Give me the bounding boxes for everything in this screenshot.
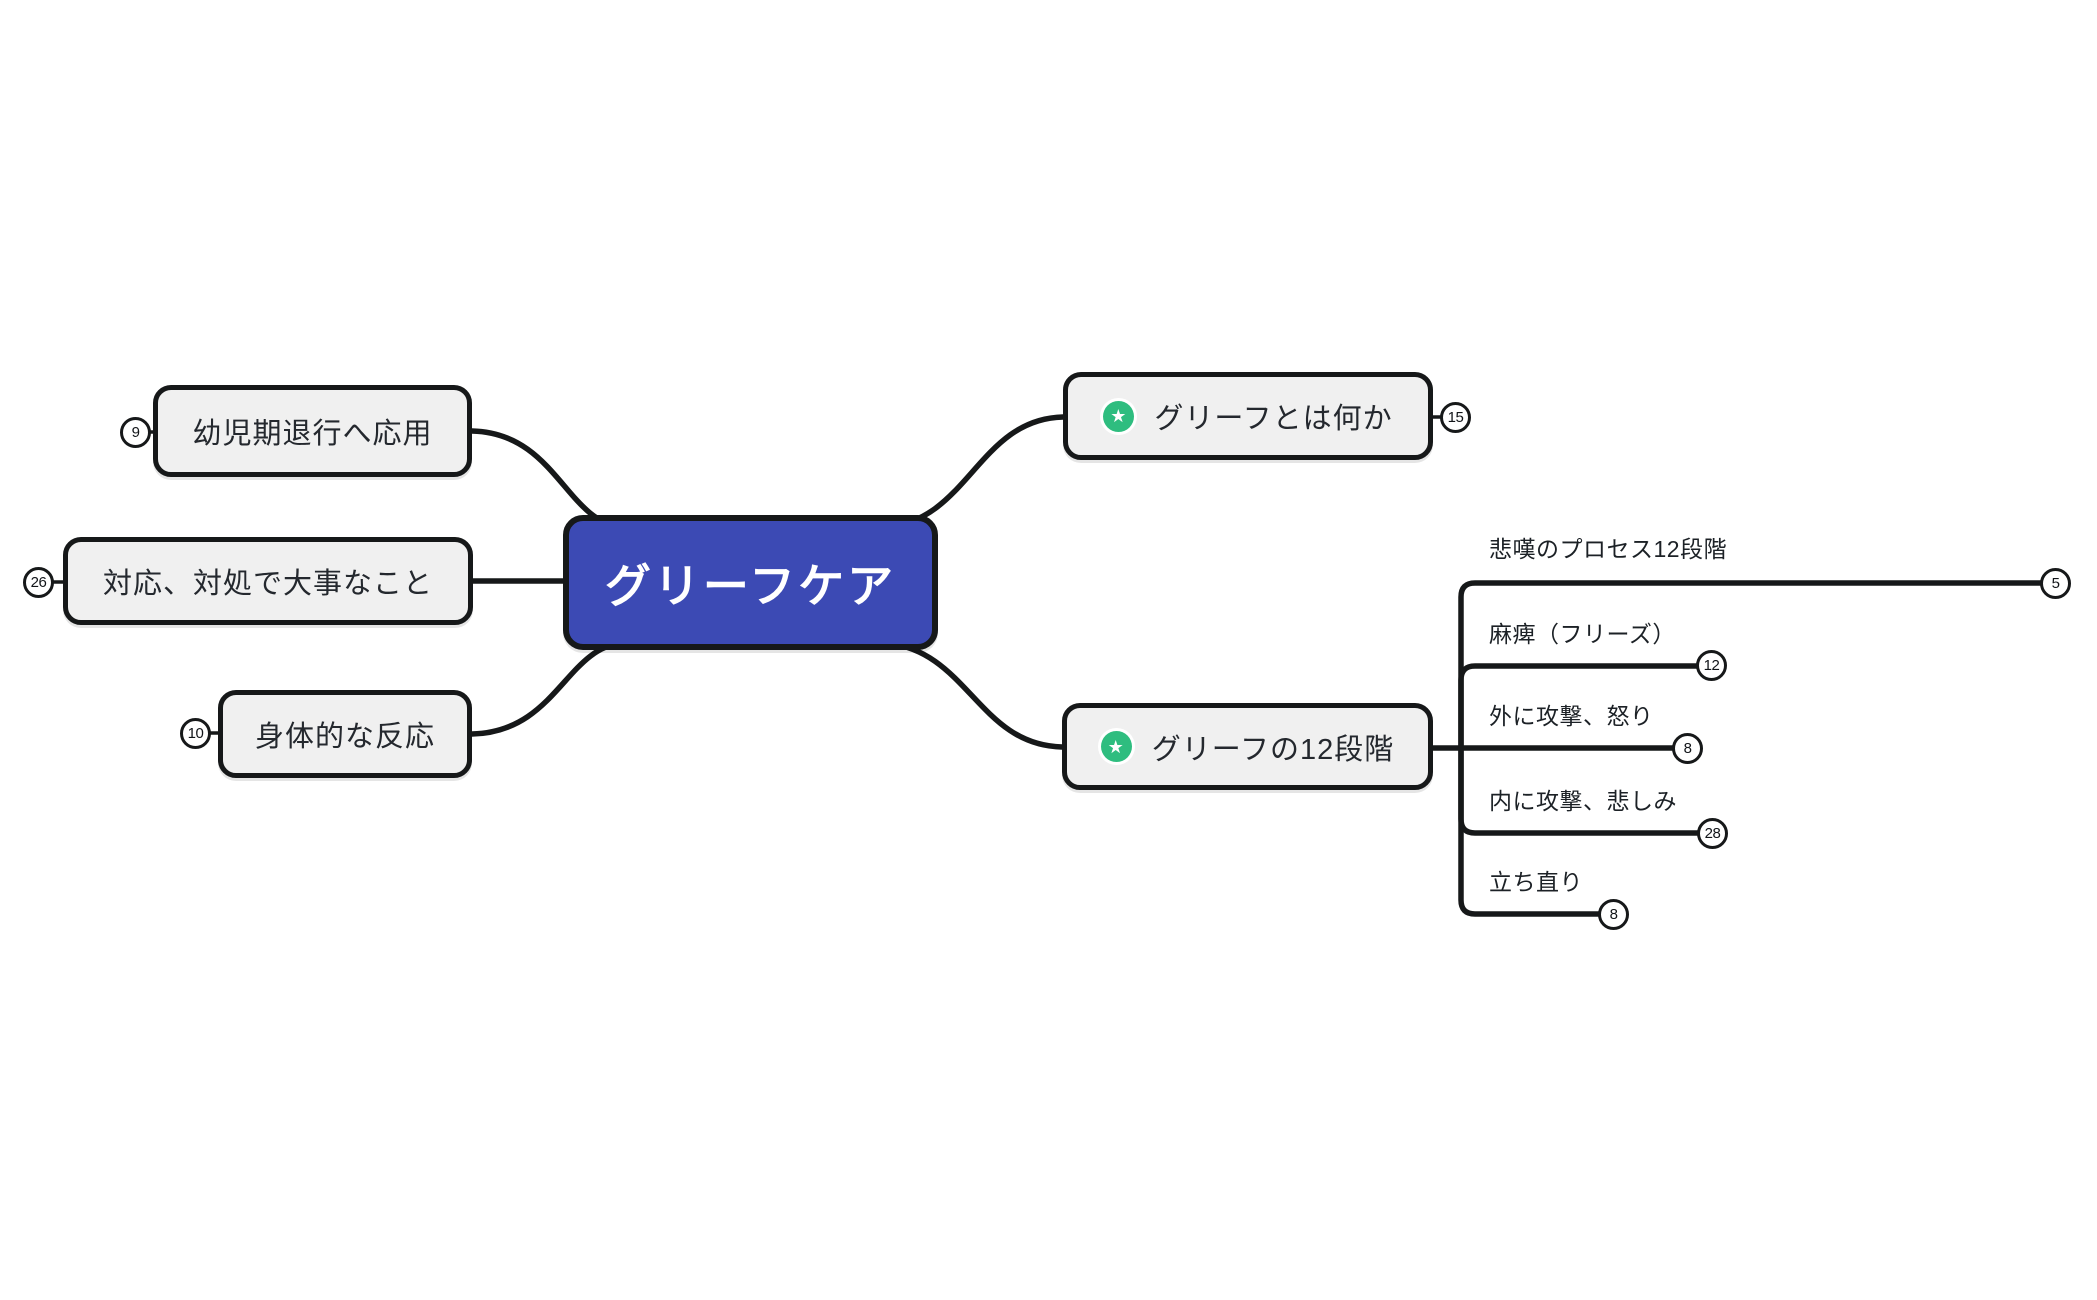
badge-count[interactable]: 12 xyxy=(1696,650,1727,681)
star-glyph: ★ xyxy=(1107,736,1125,757)
topic-label: 身体的な反応 xyxy=(254,721,435,753)
topic-label: グリーフとは何か xyxy=(1154,403,1393,435)
star-glyph: ★ xyxy=(1110,406,1128,426)
topic-label: 幼児期退行へ応用 xyxy=(192,418,433,450)
topic-childhood-regression[interactable]: 幼児期退行へ応用 xyxy=(153,385,472,477)
star-icon: ★ xyxy=(1100,731,1132,762)
topic-important-in-response[interactable]: 対応、対処で大事なこと xyxy=(63,537,473,625)
badge-count[interactable]: 5 xyxy=(2040,568,2071,599)
topic-12-stages-of-grief[interactable]: ★ グリーフの12段階 xyxy=(1062,703,1433,790)
subtopic-inward-attack-sadness[interactable]: 内に攻撃、悲しみ xyxy=(1489,788,1677,814)
star-icon: ★ xyxy=(1103,400,1135,432)
badge-count[interactable]: 9 xyxy=(120,417,151,448)
badge-count[interactable]: 26 xyxy=(23,567,54,598)
subtopic-grief-process-12-steps[interactable]: 悲嘆のプロセス12段階 xyxy=(1489,536,1728,562)
edge-central-to-right-top xyxy=(882,414,1066,530)
topic-label: グリーフの12段階 xyxy=(1151,733,1395,766)
topic-what-is-grief[interactable]: ★ グリーフとは何か xyxy=(1063,372,1433,460)
badge-count[interactable]: 8 xyxy=(1672,733,1703,764)
edge-central-to-left-top xyxy=(469,428,625,530)
edge-subtopic-5 xyxy=(1458,745,1602,917)
central-topic-label: グリーフケア xyxy=(604,559,897,612)
badge-count[interactable]: 28 xyxy=(1697,818,1728,849)
central-topic[interactable]: グリーフケア xyxy=(563,515,938,650)
badge-count[interactable]: 8 xyxy=(1598,899,1629,930)
topic-label: 対応、対処で大事なこと xyxy=(102,568,433,600)
edge-central-to-right-bottom xyxy=(882,640,1065,750)
badge-count[interactable]: 10 xyxy=(180,718,211,749)
edge-central-to-left-bottom xyxy=(469,640,625,737)
badge-count[interactable]: 15 xyxy=(1440,402,1471,433)
edge-subtopic-1 xyxy=(1458,580,2044,751)
topic-physical-reactions[interactable]: 身体的な反応 xyxy=(218,690,472,778)
subtopic-outward-attack-anger[interactable]: 外に攻撃、怒り xyxy=(1489,703,1654,729)
subtopic-recovery[interactable]: 立ち直り xyxy=(1489,869,1583,895)
subtopic-numbness-freeze[interactable]: 麻痺（フリーズ） xyxy=(1489,621,1676,647)
edge-subtopic-2 xyxy=(1458,663,1700,751)
